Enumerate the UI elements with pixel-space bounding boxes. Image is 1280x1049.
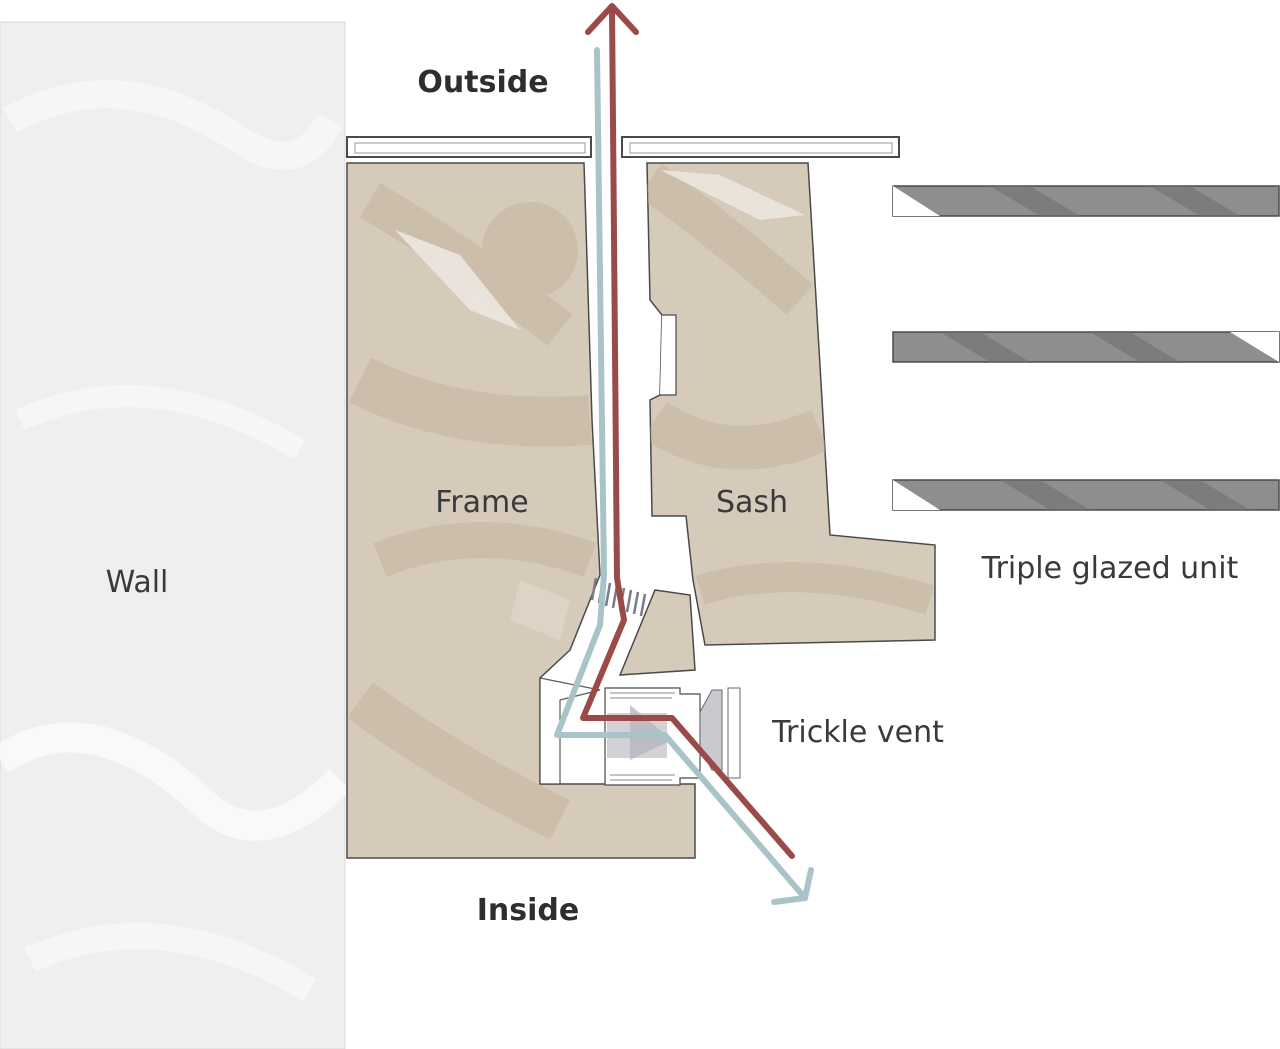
sash-label: Sash (716, 485, 788, 520)
triple-glazed-unit: Triple glazed unit (892, 185, 1280, 586)
triple-glazed-unit-label: Triple glazed unit (981, 551, 1239, 586)
stale-air-arrow (580, 5, 795, 859)
wall: Wall (0, 21, 351, 1049)
fresh-air-arrowhead (771, 867, 814, 905)
glass-pane-1 (892, 185, 1280, 217)
inside-label: Inside (477, 893, 579, 928)
outside-label: Outside (417, 65, 548, 100)
fresh-air-arrow (554, 47, 808, 901)
airflow-arrows (554, 3, 814, 905)
top-flashing (346, 136, 900, 158)
stale-air-arrowhead (585, 3, 639, 35)
trickle-vent-label: Trickle vent (771, 715, 944, 750)
glass-pane-3 (892, 479, 1280, 511)
frame: Frame (346, 162, 696, 859)
wall-label: Wall (106, 565, 169, 600)
sash: Sash (646, 162, 936, 646)
glass-pane-2 (892, 331, 1280, 363)
glazing-bead (618, 589, 696, 676)
frame-label: Frame (435, 485, 528, 520)
